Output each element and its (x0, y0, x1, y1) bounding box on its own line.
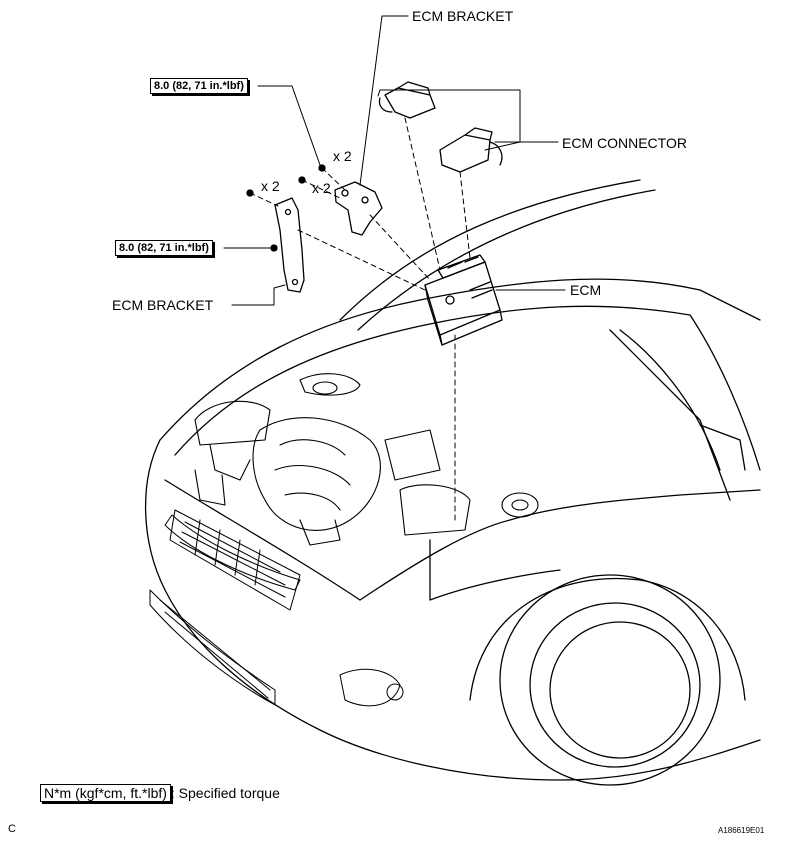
label-ecm-connector: ECM CONNECTOR (562, 135, 687, 151)
front-wheel (469, 574, 746, 786)
label-ecm: ECM (570, 282, 602, 298)
torque-spec-lower: 8.0 (82, 71 in.*lbf) (115, 240, 213, 256)
torque-spec-upper: 8.0 (82, 71 in.*lbf) (150, 78, 248, 94)
front-grille (164, 509, 301, 611)
section-letter: C (8, 823, 16, 835)
quantity-marker: x 2 (261, 178, 280, 194)
car-hood (159, 179, 761, 456)
lower-bumper (149, 589, 404, 707)
label-ecm-bracket-top: ECM BRACKET (412, 8, 514, 24)
windshield (609, 329, 746, 501)
leader-lines (223, 15, 566, 306)
legend-unit-box: N*m (kgf*cm, ft.*lbf) (40, 784, 171, 802)
quantity-marker: x 2 (333, 148, 352, 164)
ecm-bracket-upper (334, 181, 383, 236)
quantity-marker: x 2 (312, 180, 331, 196)
torque-legend: N*m (kgf*cm, ft.*lbf): Specified torque (40, 784, 280, 802)
ecm-module (424, 254, 503, 346)
ecm-connectors (378, 81, 503, 173)
car-body (144, 314, 761, 781)
ecm-bracket-lower (274, 197, 305, 293)
bolts (246, 164, 326, 252)
legend-description: : Specified torque (170, 785, 280, 801)
assembly-guide-lines (249, 117, 471, 521)
engine-components (194, 373, 539, 546)
figure-id: A186619E01 (718, 826, 765, 835)
label-ecm-bracket-left: ECM BRACKET (112, 297, 214, 313)
